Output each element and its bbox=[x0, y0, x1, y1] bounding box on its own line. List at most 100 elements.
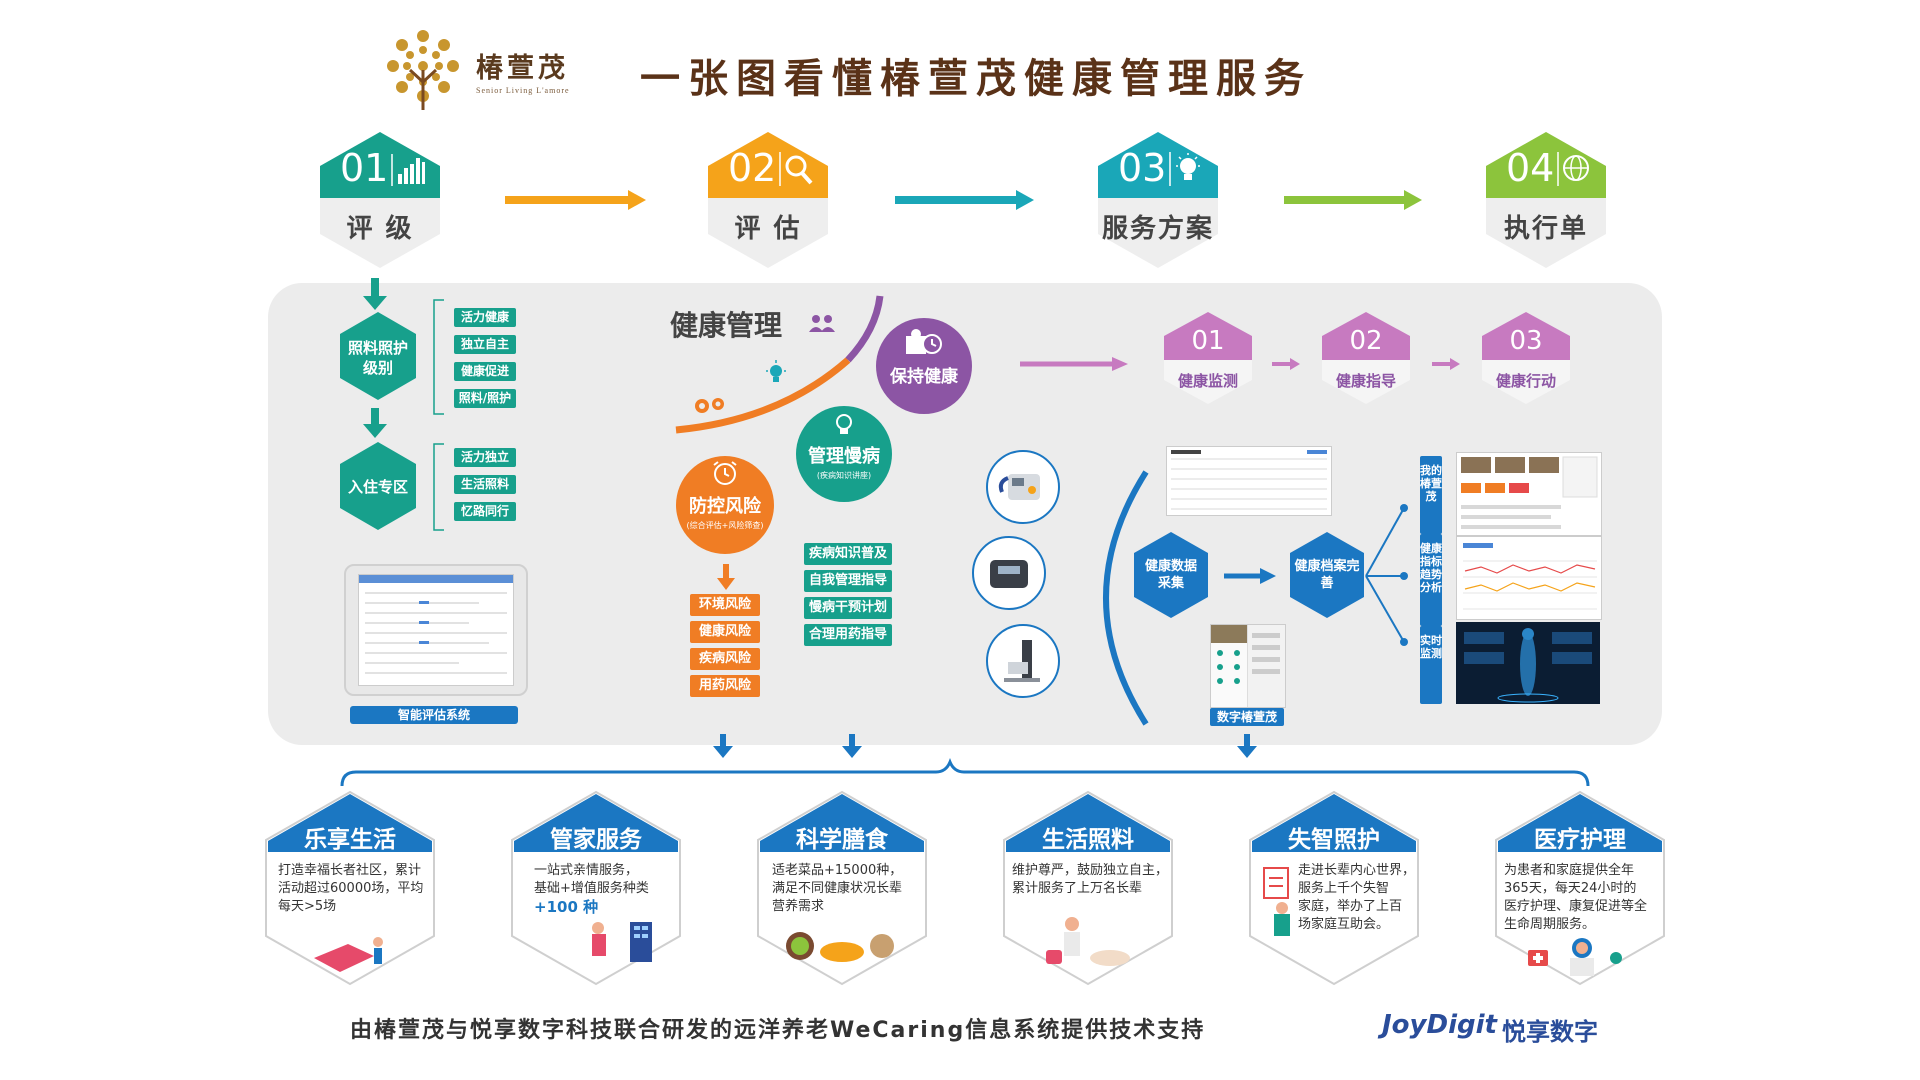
care-tag: 健康促进 bbox=[454, 362, 516, 381]
process-number: 03 bbox=[1509, 326, 1543, 356]
service-card-diet: 科学膳食 适老菜品+15000种， 满足不同健康状况长辈 营养需求 bbox=[756, 790, 928, 986]
doctor-medkit-icon bbox=[1528, 938, 1622, 976]
process-03: 03 健康行动 bbox=[1478, 310, 1574, 406]
step-number: 03 bbox=[1118, 146, 1167, 190]
app-dashboard-screenshot bbox=[1456, 452, 1602, 536]
service-title: 失智照护 bbox=[1288, 827, 1380, 853]
people-icon bbox=[809, 315, 835, 332]
zone-label: 入住专区 bbox=[347, 478, 408, 496]
brand-logo: 椿萱茂 Senior Living L'amore bbox=[380, 22, 580, 112]
step-03: 03 服务方案 bbox=[1096, 130, 1220, 270]
collect-label: 健康数据采集 bbox=[1144, 559, 1197, 591]
zone-tag: 忆路同行 bbox=[454, 502, 516, 521]
step-label: 执行单 bbox=[1503, 214, 1588, 244]
step-02: 02 评 估 bbox=[706, 130, 830, 270]
health-title: 健康管理 bbox=[670, 309, 783, 342]
zone-hex: 入住专区 bbox=[338, 440, 418, 532]
chronic-tag: 疾病知识普及 bbox=[804, 543, 892, 565]
process-label: 健康指导 bbox=[1335, 372, 1396, 390]
zone-tag: 活力独立 bbox=[454, 448, 516, 467]
logo-subtitle: Senior Living L'amore bbox=[476, 86, 570, 95]
chronic-tag: 慢病干预计划 bbox=[804, 597, 892, 619]
keep-healthy-label: 保持健康 bbox=[890, 367, 958, 387]
app-label: 数字椿萱茂 bbox=[1210, 708, 1284, 726]
arrow-right-icon bbox=[1284, 190, 1422, 210]
step-arrows bbox=[505, 190, 1422, 210]
trend-chart-screenshot bbox=[1456, 536, 1602, 620]
step-04: 04 执行单 bbox=[1484, 130, 1608, 270]
footer-text: 由椿萱茂与悦享数字科技联合研发的远洋养老WeCaring信息系统提供技术支持 bbox=[350, 1018, 1206, 1043]
step-01: 01 评 级 bbox=[318, 130, 442, 270]
tab-trend-analysis: 健康指标趋势分析 bbox=[1420, 534, 1442, 626]
step-label: 服务方案 bbox=[1101, 214, 1214, 244]
blue-arrow bbox=[1224, 568, 1276, 584]
pink-arrow-small bbox=[1432, 358, 1460, 370]
bracket-lines bbox=[433, 299, 444, 531]
activity-board-icon bbox=[314, 937, 383, 972]
service-description: 走进长辈内心世界， 服务上千个失智 家庭，举办了上百 场家庭互助会。 bbox=[1298, 863, 1416, 932]
arrow-down-icon bbox=[717, 564, 735, 590]
logo-text: 椿萱茂 bbox=[476, 53, 569, 84]
risk-tag: 环境风险 bbox=[690, 594, 760, 616]
arrow-right-icon bbox=[895, 190, 1034, 210]
process-label: 健康监测 bbox=[1177, 372, 1238, 390]
bulb-icon bbox=[836, 414, 852, 434]
risk-tag: 用药风险 bbox=[690, 675, 760, 697]
health-arc bbox=[675, 295, 884, 434]
pink-arrow-small bbox=[1272, 358, 1300, 370]
step-number: 04 bbox=[1506, 146, 1555, 190]
gears-icon bbox=[695, 398, 724, 413]
service-card-butler: 管家服务 一站式亲情服务， 基础+增值服务种类 +100 种 bbox=[510, 790, 682, 986]
process-02: 02 健康指导 bbox=[1318, 310, 1414, 406]
chronic-tag: 自我管理指导 bbox=[804, 570, 892, 592]
care-tag: 活力健康 bbox=[454, 308, 516, 327]
phone-app-screenshot bbox=[1210, 624, 1286, 708]
risk-tag: 健康风险 bbox=[690, 621, 760, 643]
risk-label: 防控风险 bbox=[689, 496, 761, 517]
rating-arrows bbox=[363, 278, 387, 438]
care-tag: 照料/照护 bbox=[454, 389, 516, 408]
joydigit-logo: JoyDigit bbox=[1382, 1010, 1497, 1040]
assessment-system-label: 智能评估系统 bbox=[350, 706, 518, 724]
bar-chart-icon bbox=[391, 154, 425, 186]
service-title: 乐享生活 bbox=[304, 827, 396, 853]
step-number: 01 bbox=[340, 146, 389, 190]
page-title: 一张图看懂椿萱茂健康管理服务 bbox=[640, 56, 1312, 102]
data-table-screenshot bbox=[1166, 446, 1332, 516]
service-title: 管家服务 bbox=[550, 827, 642, 853]
clipboard-doctor-icon bbox=[1263, 867, 1290, 936]
archive-hex: 健康档案完善 bbox=[1288, 530, 1366, 620]
risk-tag: 疾病风险 bbox=[690, 648, 760, 670]
arrow-right-icon bbox=[505, 190, 646, 210]
process-number: 01 bbox=[1191, 326, 1225, 356]
clock-person-icon bbox=[906, 329, 942, 354]
service-card-life: 乐享生活 打造幸福长者社区，累计 活动超过60000场，平均 每天>5场 bbox=[264, 790, 436, 986]
device-bp-monitor bbox=[986, 450, 1060, 524]
food-plates-icon bbox=[786, 932, 894, 962]
chronic-tag: 合理用药指导 bbox=[804, 624, 892, 646]
tree-logo-icon bbox=[387, 30, 459, 110]
service-title: 生活照料 bbox=[1042, 827, 1134, 853]
service-card-care: 生活照料 维护尊严，鼓励独立自主， 累计服务了上万名长辈 bbox=[1002, 790, 1174, 986]
realtime-monitor-screenshot bbox=[1456, 622, 1600, 704]
caregiver-icon bbox=[1046, 917, 1130, 966]
zone-tag: 生活照料 bbox=[454, 475, 516, 494]
alarm-clock-icon bbox=[713, 461, 737, 485]
health-kiosk-icon bbox=[1004, 640, 1040, 682]
care-tag: 独立自主 bbox=[454, 335, 516, 354]
service-description: 为患者和家庭提供全年 365天，每天24小时的 医疗护理、康复促进等全 生命周期… bbox=[1504, 863, 1648, 932]
process-01: 01 健康监测 bbox=[1160, 310, 1256, 406]
process-number: 02 bbox=[1349, 326, 1383, 356]
tab-my-app: 我的椿萱茂 bbox=[1420, 456, 1442, 534]
magnifier-icon bbox=[779, 152, 813, 186]
step-label: 评 级 bbox=[346, 214, 414, 244]
service-description: 适老菜品+15000种， 满足不同健康状况长辈 营养需求 bbox=[772, 863, 903, 914]
process-label: 健康行动 bbox=[1495, 372, 1556, 390]
archive-label: 健康档案完善 bbox=[1294, 559, 1360, 591]
service-description: 维护尊严，鼓励独立自主， 累计服务了上万名长辈 bbox=[1012, 863, 1169, 896]
joydigit-cn: 悦享数字 bbox=[1502, 1018, 1598, 1046]
chronic-label: 管理慢病 bbox=[808, 446, 880, 467]
care-level-hex: 照料照护级别 bbox=[338, 310, 418, 402]
service-title: 医疗护理 bbox=[1534, 827, 1626, 853]
service-title: 科学膳食 bbox=[796, 827, 888, 853]
